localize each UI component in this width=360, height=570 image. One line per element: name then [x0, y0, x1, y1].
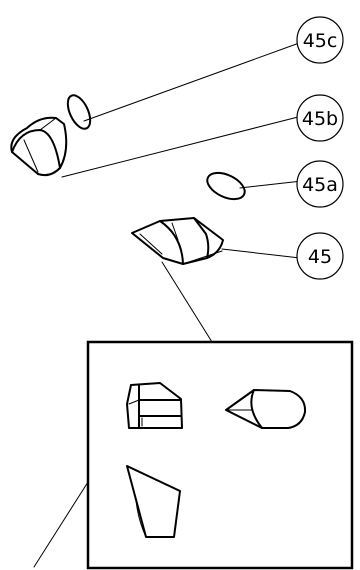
- callout-label-45a: 45a: [302, 174, 338, 196]
- inset-top-view: [126, 465, 181, 538]
- leader-line-45: [221, 248, 301, 259]
- leader-inset-out: [33, 481, 89, 568]
- inset-detail-box: [86, 340, 354, 570]
- leader-line-45b: [61, 115, 303, 178]
- callout-bubble-45a: [296, 160, 344, 208]
- callout-label-45c: 45c: [303, 30, 338, 52]
- part-45c-ellipse: [66, 94, 92, 130]
- callout-bubble-45: [296, 232, 344, 280]
- inset-side-view: [225, 389, 307, 429]
- part-45-wedge: [131, 217, 224, 265]
- callout-label-45: 45: [308, 246, 332, 268]
- leader-line-45c: [83, 41, 303, 122]
- inset-front-view: [126, 382, 183, 429]
- leader-to-inset: [161, 261, 213, 343]
- callout-bubble-45b: [296, 94, 344, 142]
- part-45a-ellipse: [206, 171, 246, 201]
- callout-label-45b: 45b: [302, 108, 338, 130]
- callout-bubble-45c: [296, 16, 344, 64]
- part-45b-block: [10, 116, 68, 177]
- leader-line-45a: [239, 180, 303, 189]
